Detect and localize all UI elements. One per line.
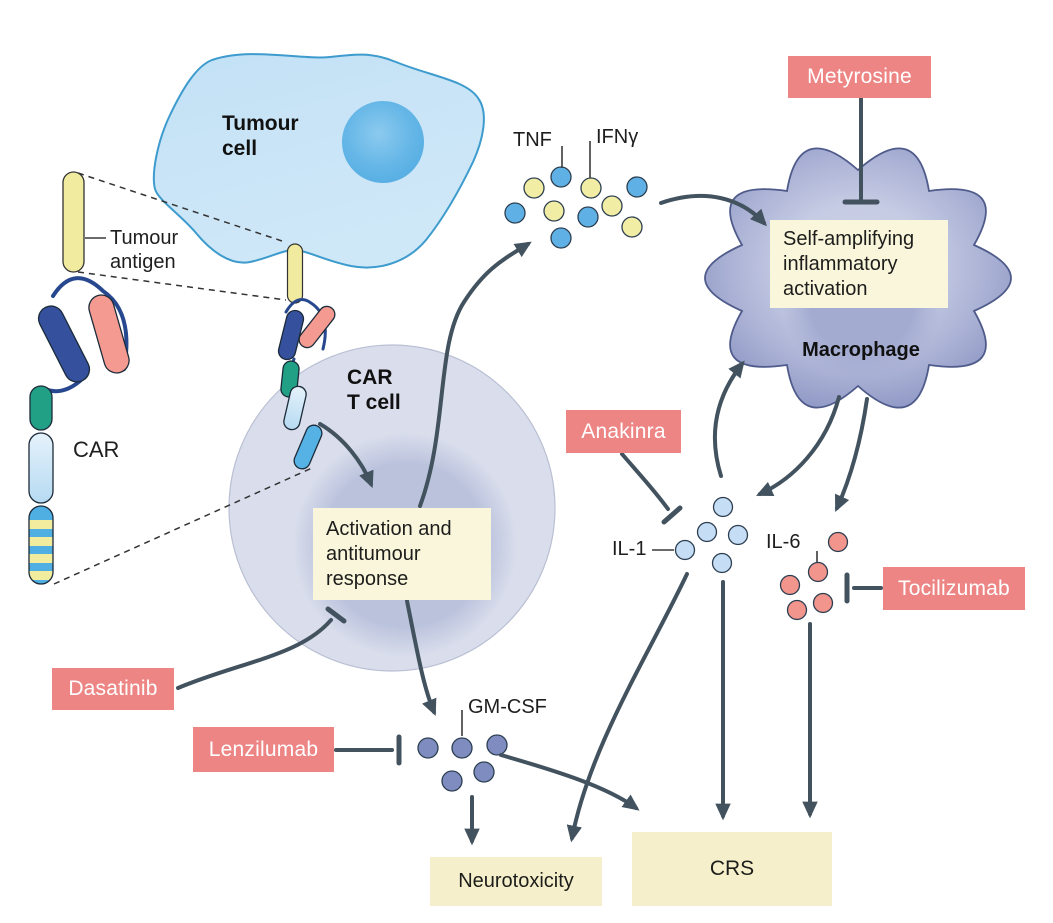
inhibit-anakinra-il1 xyxy=(620,452,670,511)
car-receptor-icon xyxy=(277,243,336,470)
tumour-antigen-icon xyxy=(62,171,85,273)
il1-dots xyxy=(674,496,749,574)
tumour-cell xyxy=(152,53,485,269)
arrow-il1-to-macrophage xyxy=(712,360,745,478)
il1-label: IL-1 xyxy=(612,538,647,560)
car-transmembrane-stripes xyxy=(29,506,53,584)
arrow-tnf-ifng-to-macrophage xyxy=(659,194,767,227)
arrow-activation-to-gmcsf xyxy=(405,599,437,717)
arrow-macrophage-to-il6 xyxy=(835,397,869,513)
il6-dots xyxy=(779,531,849,621)
inhibitors xyxy=(176,96,883,766)
arrow-gmcsf-to-crs xyxy=(499,753,640,811)
tumour-cell-nucleus xyxy=(342,101,424,183)
crs-box: CRS xyxy=(632,832,832,906)
self-amplifying-box: Self-amplifying inflammatory activation xyxy=(770,220,948,308)
tumour-cell-body xyxy=(152,53,485,269)
arrow-il1-to-neurotoxicity xyxy=(566,572,689,843)
neurotoxicity-box: Neurotoxicity xyxy=(430,857,602,906)
arrows xyxy=(318,194,869,846)
membrane-antigen-icon xyxy=(286,243,304,304)
tocilizumab-drug-box: Tocilizumab xyxy=(883,567,1025,610)
magnification-dashes xyxy=(53,172,313,585)
inhibit-dasatinib-activation xyxy=(176,618,333,690)
car-label: CAR xyxy=(73,437,120,462)
tnf-ifng-dots xyxy=(504,166,648,249)
car-t-cell-label: CAR T cell xyxy=(347,366,401,414)
il6-label: IL-6 xyxy=(766,531,801,553)
metyrosine-drug-box: Metyrosine xyxy=(788,56,931,98)
macrophage-label: Macrophage xyxy=(802,339,920,361)
tumour-antigen-label: Tumour antigen xyxy=(110,227,179,273)
gmcsf-label: GM-CSF xyxy=(468,696,547,718)
label-ticks xyxy=(85,141,818,736)
anakinra-drug-box: Anakinra xyxy=(566,410,681,453)
tumour-cell-label: Tumour cell xyxy=(222,112,299,160)
dasatinib-drug-box: Dasatinib xyxy=(52,668,174,710)
lenzilumab-drug-box: Lenzilumab xyxy=(193,727,334,772)
car-icon xyxy=(28,276,130,585)
tnf-label: TNF xyxy=(513,129,552,151)
gmcsf-dots xyxy=(417,734,508,792)
arrow-receptor-to-activation xyxy=(318,422,374,489)
arrow-activation-to-tnf-ifng xyxy=(418,241,532,508)
ifng-label: IFNγ xyxy=(596,126,639,148)
activation-box: Activation and antitumour response xyxy=(313,508,491,600)
arrow-macrophage-to-il1 xyxy=(755,395,841,496)
